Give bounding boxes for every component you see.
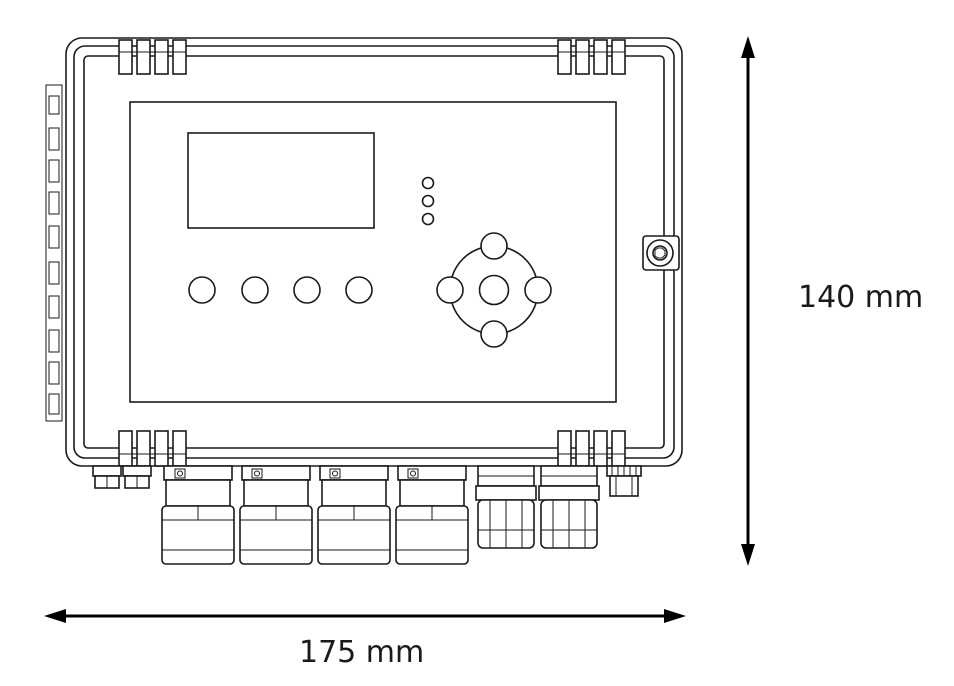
function-button-1[interactable] <box>188 276 216 304</box>
led-1 <box>421 176 435 190</box>
led-2 <box>421 194 435 208</box>
height-dimension-label: 140 mm <box>798 280 924 315</box>
navigation-pad <box>436 232 552 348</box>
function-button-3[interactable] <box>293 276 321 304</box>
width-dimension-label: 175 mm <box>299 635 425 670</box>
top-right-clips <box>557 39 626 75</box>
status-leds <box>421 176 435 226</box>
cable-gland-2 <box>239 465 313 565</box>
nav-center-button[interactable] <box>478 274 510 306</box>
width-dimension-arrow <box>44 609 686 623</box>
function-button-4[interactable] <box>345 276 373 304</box>
height-dimension-arrow <box>741 36 755 566</box>
bottom-right-clips <box>557 430 626 467</box>
bottom-left-clips <box>118 430 187 467</box>
function-buttons <box>188 276 373 304</box>
left-hinge <box>45 84 63 422</box>
small-left-connectors <box>92 465 152 489</box>
led-3 <box>421 212 435 226</box>
small-cable-gland-1 <box>475 465 537 549</box>
lock-screw <box>642 235 680 271</box>
cable-gland-3 <box>317 465 391 565</box>
nav-left-button[interactable] <box>436 276 464 304</box>
cable-gland-1 <box>161 465 235 565</box>
nav-down-button[interactable] <box>480 320 508 348</box>
top-left-clips <box>118 39 187 75</box>
function-button-2[interactable] <box>241 276 269 304</box>
round-connector <box>606 465 642 497</box>
cable-gland-4 <box>395 465 469 565</box>
display-screen <box>187 132 375 229</box>
small-cable-gland-2 <box>538 465 600 549</box>
nav-up-button[interactable] <box>480 232 508 260</box>
front-panel <box>129 101 617 403</box>
nav-right-button[interactable] <box>524 276 552 304</box>
